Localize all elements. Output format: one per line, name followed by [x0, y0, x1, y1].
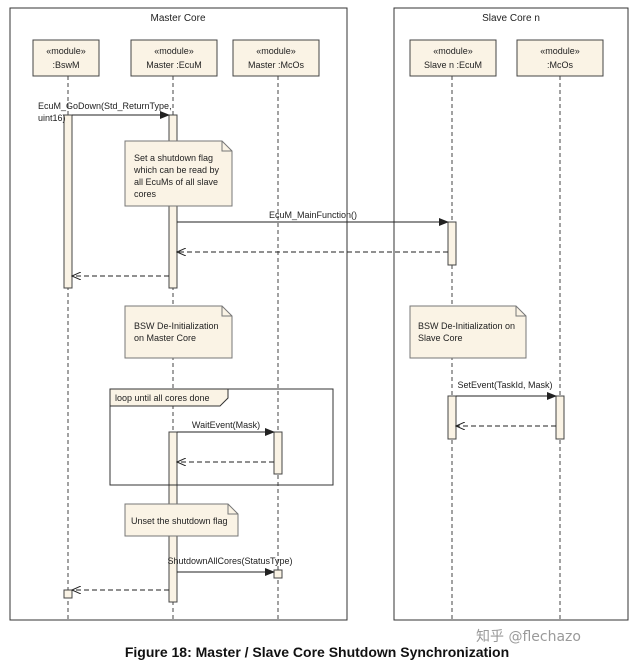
message-ecum-mainfunction: EcuM_MainFunction(): [177, 210, 449, 226]
svg-text:«module»: «module»: [154, 46, 194, 56]
message-shutdownallcores: ShutdownAllCores(StatusType): [167, 556, 293, 576]
svg-text:«module»: «module»: [433, 46, 473, 56]
master-core-title: Master Core: [150, 13, 205, 24]
svg-text:on Master Core: on Master Core: [134, 333, 196, 343]
svg-text:WaitEvent(Mask): WaitEvent(Mask): [192, 420, 260, 430]
svg-text:ShutdownAllCores(StatusType): ShutdownAllCores(StatusType): [167, 556, 292, 566]
note-bsw-deinit-master: BSW De-Initialization on Master Core: [124, 305, 233, 359]
svg-text:Master :EcuM: Master :EcuM: [146, 60, 202, 70]
lifeline-master-mcos: «module» Master :McOs: [232, 39, 320, 620]
svg-text:EcuM_GoDown(Std_ReturnType,: EcuM_GoDown(Std_ReturnType,: [38, 101, 172, 111]
activation-slave-mcos: [555, 395, 565, 440]
message-waitevent: WaitEvent(Mask): [177, 420, 275, 436]
svg-text:Slave n :EcuM: Slave n :EcuM: [424, 60, 482, 70]
svg-text:SetEvent(TaskId, Mask): SetEvent(TaskId, Mask): [457, 380, 552, 390]
svg-text:BSW De-Initialization on: BSW De-Initialization on: [418, 321, 515, 331]
svg-text:Set a shutdown flag: Set a shutdown flag: [134, 153, 213, 163]
activation-slave-ecum-1: [447, 221, 457, 266]
svg-text:«module»: «module»: [540, 46, 580, 56]
watermark: 知乎 @flechazo: [476, 629, 581, 645]
svg-text:BSW De-Initialization: BSW De-Initialization: [134, 321, 219, 331]
activation-bswm-1: [63, 114, 73, 289]
svg-text::BswM: :BswM: [53, 60, 80, 70]
svg-text:EcuM_MainFunction(): EcuM_MainFunction(): [269, 210, 357, 220]
loop-label: loop until all cores done: [115, 393, 210, 403]
svg-text:«module»: «module»: [256, 46, 296, 56]
lifeline-master-ecum: «module» Master :EcuM: [130, 39, 218, 620]
figure-caption: Figure 18: Master / Slave Core Shutdown …: [124, 644, 510, 660]
activation-bswm-2: [63, 589, 73, 599]
activation-master-mcos-1: [273, 431, 283, 475]
message-ecum-godown: EcuM_GoDown(Std_ReturnType, uint16): [38, 101, 172, 123]
svg-text:uint16): uint16): [38, 113, 66, 123]
svg-text:which can be read by: which can be read by: [133, 165, 220, 175]
slave-core-frame: [393, 7, 629, 621]
activation-slave-ecum-2: [447, 395, 457, 440]
svg-text:cores: cores: [134, 189, 157, 199]
svg-text:Unset the shutdown flag: Unset the shutdown flag: [131, 516, 228, 526]
lifeline-bswm: «module» :BswM: [32, 39, 100, 620]
lifeline-slave-ecum: «module» Slave n :EcuM: [409, 39, 497, 620]
note-unset-shutdown-flag: Unset the shutdown flag: [124, 503, 239, 537]
loop-fragment: loop until all cores done: [109, 388, 334, 486]
svg-text:Slave Core: Slave Core: [418, 333, 463, 343]
master-core-frame: [9, 7, 348, 621]
svg-text:«module»: «module»: [46, 46, 86, 56]
note-bsw-deinit-slave: BSW De-Initialization on Slave Core: [409, 305, 527, 359]
message-setevent: SetEvent(TaskId, Mask): [456, 380, 557, 400]
lifeline-slave-mcos: «module» :McOs: [516, 39, 604, 620]
activation-master-mcos-2: [273, 569, 283, 579]
slave-core-title: Slave Core n: [482, 13, 540, 24]
svg-text:Master :McOs: Master :McOs: [248, 60, 305, 70]
note-shutdown-flag: Set a shutdown flag which can be read by…: [124, 140, 233, 207]
svg-text::McOs: :McOs: [547, 60, 573, 70]
svg-text:all EcuMs of all slave: all EcuMs of all slave: [134, 177, 218, 187]
